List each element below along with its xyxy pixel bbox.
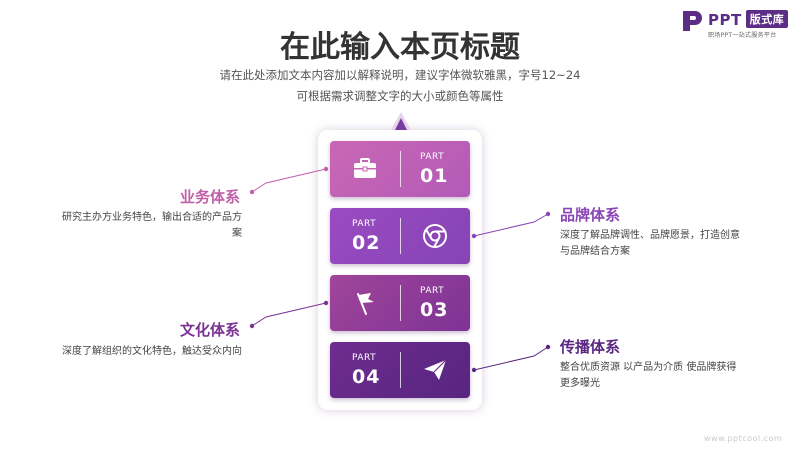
card-divider <box>400 352 401 388</box>
frame-pointer-inner <box>395 118 407 130</box>
logo-slogan: 职场PPT一站式服务平台 <box>708 32 777 39</box>
block-desc-brand: 深度了解品牌调性、品牌愿景，打造创意与品牌结合方案 <box>560 230 740 257</box>
part-label: PART <box>420 286 445 296</box>
card-part-01[interactable]: PART 01 <box>330 141 470 197</box>
card-part-03[interactable]: PART 03 <box>330 275 470 331</box>
card-divider <box>400 285 401 321</box>
part-number: 04 <box>352 366 381 388</box>
block-title-communication: 传播体系 <box>560 338 621 356</box>
part-number: 01 <box>420 165 449 187</box>
part-number: 02 <box>352 232 381 254</box>
card-part-02[interactable]: PART 02 <box>330 208 470 264</box>
briefcase-icon <box>354 158 376 178</box>
card-divider <box>400 218 401 254</box>
subtitle-line-2: 可根据需求调整文字的大小或颜色等属性 <box>296 89 504 103</box>
connector-4 <box>471 344 551 373</box>
block-desc-communication: 整合优质资源 以产品为介质 使品牌获得更多曝光 <box>560 362 737 389</box>
paper-plane-icon <box>424 359 447 380</box>
part-label: PART <box>420 152 445 162</box>
logo-mark-icon <box>683 11 702 31</box>
part-number: 03 <box>420 299 449 321</box>
flag-icon <box>357 293 374 315</box>
chrome-icon <box>423 224 447 248</box>
connector-2 <box>471 211 551 239</box>
card-divider <box>400 151 401 187</box>
watermark: www.pptcool.com <box>704 434 783 443</box>
part-label: PART <box>352 219 377 229</box>
block-desc-culture: 深度了解组织的文化特色，触达受众内向 <box>62 346 242 357</box>
page-title: 在此输入本页标题 <box>280 30 520 65</box>
connector-3 <box>249 300 329 329</box>
block-title-culture: 文化体系 <box>179 321 240 339</box>
part-label: PART <box>352 353 377 363</box>
subtitle-line-1: 请在此处添加文本内容加以解释说明，建议字体微软雅黑，字号12~24 <box>219 68 581 82</box>
card-part-04[interactable]: PART 04 <box>330 342 470 398</box>
block-desc-business: 研究主办方业务特色，输出合适的产品方案 <box>62 212 242 239</box>
block-title-brand: 品牌体系 <box>560 206 621 224</box>
block-title-business: 业务体系 <box>179 188 240 206</box>
connector-1 <box>249 166 329 195</box>
logo-brand-box: 版式库 <box>745 10 789 28</box>
